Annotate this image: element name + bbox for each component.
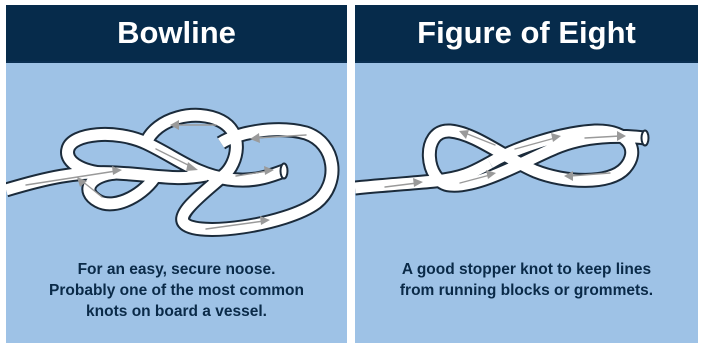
figure-eight-rope [355, 131, 649, 189]
bowline-caption-line: Probably one of the most common [14, 280, 339, 301]
figure-eight-panel: Figure of Eight A good stoppe [355, 5, 698, 343]
figure-eight-caption: A good stopper knot to keep lines from r… [363, 259, 690, 301]
figure-eight-knot-icon [355, 63, 698, 253]
bowline-caption: For an easy, secure noose. Probably one … [14, 259, 339, 322]
bowline-knot-icon [6, 63, 347, 253]
bowline-title: Bowline [6, 5, 347, 61]
bowline-caption-line: knots on board a vessel. [14, 301, 339, 322]
bowline-panel: Bowline [6, 5, 347, 343]
bowline-rope [6, 115, 332, 229]
figure-eight-title: Figure of Eight [355, 5, 698, 61]
figure-eight-caption-line: A good stopper knot to keep lines [363, 259, 690, 280]
figure-eight-caption-line: from running blocks or grommets. [363, 280, 690, 301]
bowline-caption-line: For an easy, secure noose. [14, 259, 339, 280]
